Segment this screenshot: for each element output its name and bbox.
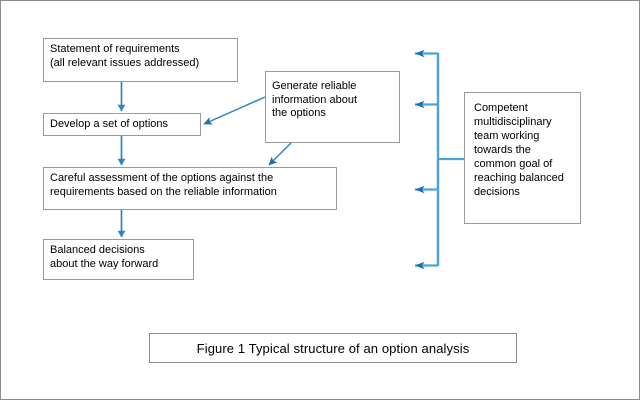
node-statement-of-requirements: Statement of requirements (all relevant … (43, 38, 238, 82)
edge-generate-to-develop (203, 96, 266, 125)
node-generate-reliable-information: Generate reliable information about the … (265, 71, 400, 143)
edge-generate-to-assess (268, 142, 292, 166)
node-competent-multidisciplinary-team: Competent multidisciplinary team working… (464, 92, 581, 224)
node-careful-assessment: Careful assessment of the options agains… (43, 167, 337, 210)
figure-caption: Figure 1 Typical structure of an option … (149, 333, 517, 363)
node-develop-a-set-of-options: Develop a set of options (43, 113, 201, 136)
node-balanced-decisions: Balanced decisions about the way forward (43, 239, 194, 280)
